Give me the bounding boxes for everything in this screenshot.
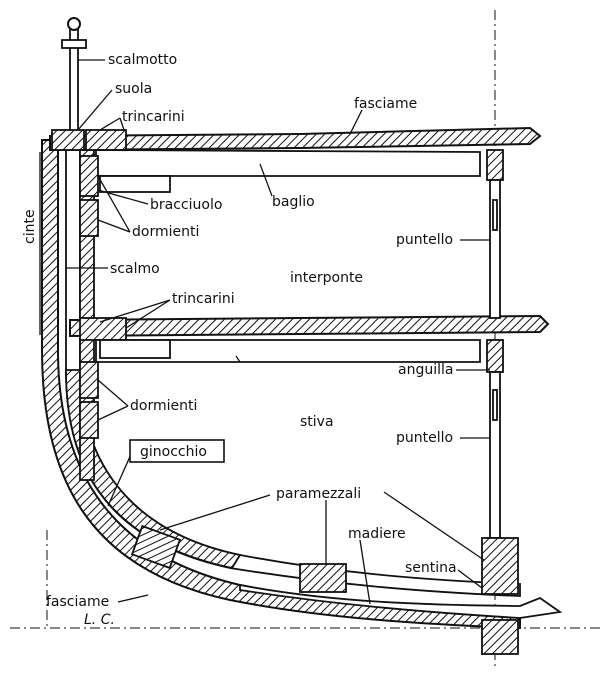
label-fasciame-bottom: fasciame	[46, 594, 109, 610]
lower-dormiente-1	[79, 361, 99, 399]
label-ginocchio: ginocchio	[140, 444, 207, 460]
bracciuolo-lower	[99, 339, 171, 359]
middle-deck-planking	[69, 314, 550, 338]
label-interponte: interponte	[290, 270, 363, 286]
scalmotto-post	[61, 17, 87, 137]
upper-dormiente-2	[79, 199, 99, 237]
label-cinte: cinte	[22, 209, 38, 244]
label-anguilla: anguilla	[398, 362, 453, 378]
upper-trincarino-2	[85, 129, 127, 151]
paramezzale-center	[481, 537, 519, 595]
bracciuolo-upper	[99, 175, 171, 193]
middle-beam-baglio	[95, 339, 481, 363]
label-lc: L. C.	[84, 612, 115, 628]
label-madiere: madiere	[348, 526, 406, 542]
label-baglio: baglio	[272, 194, 315, 210]
label-puntello-top: puntello	[396, 232, 453, 248]
upper-beam-baglio	[95, 149, 481, 177]
label-trincarini-top: trincarini	[122, 109, 185, 125]
label-sentina: sentina	[405, 560, 457, 576]
label-scalmotto: scalmotto	[108, 52, 177, 68]
paramezzale-1	[130, 524, 182, 570]
lower-pillar-puntello	[486, 339, 504, 539]
leader-lines	[39, 59, 490, 605]
floor-madiere	[239, 583, 563, 619]
ginocchio-box	[129, 439, 225, 463]
upper-pillar-puntello	[486, 149, 504, 319]
label-stiva: stiva	[300, 414, 334, 430]
upper-trincarino-1	[51, 129, 85, 151]
label-suola: suola	[115, 81, 152, 97]
label-dormienti-top: dormienti	[132, 224, 199, 240]
label-paramezzali: paramezzali	[276, 486, 361, 502]
lower-dormiente-2	[79, 401, 99, 439]
keel	[481, 619, 519, 655]
paramezzale-2	[299, 563, 347, 593]
label-dormienti-low: dormienti	[130, 398, 197, 414]
outer-hull-planking	[41, 139, 521, 630]
label-scalmo: scalmo	[110, 261, 160, 277]
upper-dormiente-1	[79, 155, 99, 197]
label-puntello-low: puntello	[396, 430, 453, 446]
label-bracciuolo: bracciuolo	[150, 197, 222, 213]
label-fasciame-top: fasciame	[354, 96, 417, 112]
label-trincarini-mid: trincarini	[172, 291, 235, 307]
